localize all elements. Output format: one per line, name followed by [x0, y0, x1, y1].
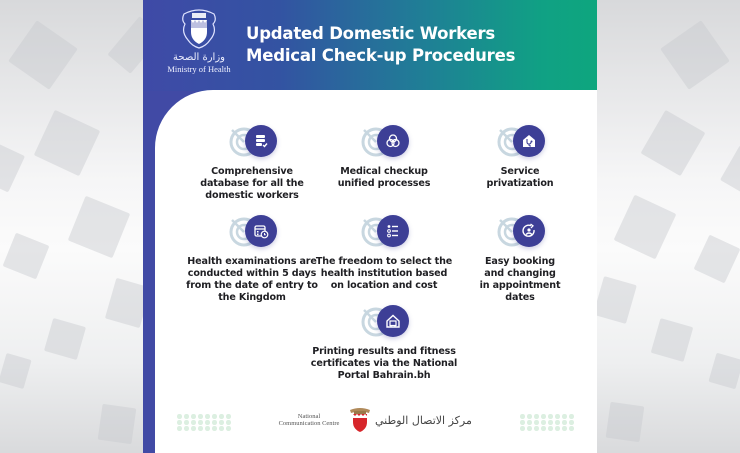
- feature-health-examinations: Health examinations are conducted within…: [177, 214, 327, 304]
- feature-label: Service privatization: [486, 166, 554, 189]
- feature-label: Printing results and fitness certificate…: [310, 346, 458, 381]
- infographic-card: وزارة الصحة Ministry of Health Updated D…: [143, 0, 597, 453]
- clinic-stethoscope-icon: [523, 135, 535, 147]
- logo-arabic-text: وزارة الصحة: [173, 52, 225, 63]
- bahrain-crest-icon: [182, 9, 216, 49]
- calendar-clock-icon: [254, 225, 269, 239]
- feature-unified-processes: Medical checkup unified processes: [309, 124, 459, 190]
- checklist-icon: [387, 225, 398, 238]
- page-title: Updated Domestic Workers Medical Check-u…: [246, 23, 586, 67]
- national-communication-centre-logo: National Communication Centre مركز الاتص…: [275, 404, 485, 436]
- feature-database: Comprehensive database for all the domes…: [177, 124, 327, 202]
- logo-english-text: Ministry of Health: [167, 64, 231, 74]
- content-panel: Comprehensive database for all the domes…: [155, 90, 597, 453]
- feature-service-privatization: Service privatization: [445, 124, 595, 190]
- title-line-2: Medical Check-up Procedures: [246, 46, 516, 65]
- ministry-of-health-logo: وزارة الصحة Ministry of Health: [167, 8, 231, 84]
- feature-printing-results: Printing results and fitness certificate…: [301, 304, 467, 382]
- dot-grid-right-decoration: [520, 414, 576, 432]
- unified-processes-icon: [386, 134, 400, 148]
- feature-label: The freedom to select the health institu…: [315, 256, 453, 291]
- ncc-arabic-name: مركز الاتصال الوطني: [375, 413, 472, 427]
- header-banner: وزارة الصحة Ministry of Health Updated D…: [143, 0, 597, 91]
- feature-label: Easy booking and changing in appointment…: [479, 256, 561, 303]
- feature-label: Health examinations are conducted within…: [186, 256, 318, 303]
- dot-grid-left-decoration: [177, 414, 233, 432]
- bahrain-emblem-icon: [350, 408, 370, 432]
- feature-freedom-to-select: The freedom to select the health institu…: [309, 214, 459, 292]
- feature-label: Comprehensive database for all the domes…: [200, 166, 304, 201]
- printer-certificate-icon: [386, 314, 400, 328]
- feature-easy-booking: Easy booking and changing in appointment…: [445, 214, 595, 304]
- database-check-icon: [256, 135, 268, 148]
- title-line-1: Updated Domestic Workers: [246, 24, 496, 43]
- feature-label: Medical checkup unified processes: [337, 166, 431, 189]
- refresh-person-icon: [522, 223, 535, 237]
- ncc-english-name: National Communication Centre: [278, 413, 340, 427]
